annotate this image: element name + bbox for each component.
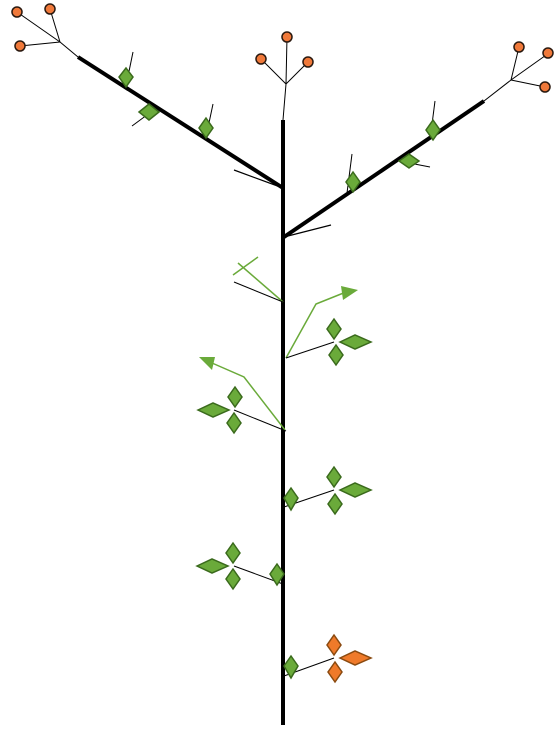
arrowhead-icon [199, 357, 215, 370]
flower-bud [45, 4, 55, 14]
senescent-leaf-whorl [284, 635, 371, 682]
right-branch-leaves [346, 101, 440, 193]
left-branch-leaves [119, 52, 213, 138]
leaf [328, 494, 342, 514]
stems [78, 57, 484, 725]
peduncle [60, 42, 78, 57]
flower-bud [15, 41, 25, 51]
left-branch [78, 57, 283, 188]
leaf [198, 403, 229, 417]
leaf [197, 559, 228, 573]
flower-bud [514, 42, 524, 52]
leaf-whorl [284, 467, 371, 514]
pedicel [286, 37, 287, 84]
flower-bud [543, 48, 553, 58]
peduncle [484, 80, 511, 101]
flower-bud [282, 32, 292, 42]
flower-bud [12, 7, 22, 17]
senescent-leaf [340, 651, 371, 665]
peduncle [283, 84, 286, 120]
flower-bud [303, 57, 313, 67]
leaf [226, 569, 240, 589]
flower-bud [540, 82, 550, 92]
arrowhead-icon [341, 286, 358, 300]
growth-arrow-left [212, 363, 285, 430]
inflorescence-left [12, 4, 78, 57]
leaf-whorl [286, 319, 371, 365]
leaf [226, 543, 240, 563]
leaf [340, 483, 371, 497]
right-branch [284, 101, 484, 237]
inflorescence-center [256, 32, 313, 120]
senescent-leaf [328, 662, 342, 682]
black-tick [234, 282, 283, 302]
leaf-whorl [198, 387, 286, 433]
pedicel [17, 12, 60, 42]
flower-bud [256, 54, 266, 64]
senescent-leaf [327, 635, 341, 655]
pedicel [20, 42, 60, 46]
leaf [284, 656, 298, 678]
inflorescence-right [484, 42, 553, 101]
leaf [329, 345, 343, 365]
green-tick [233, 257, 258, 275]
leaf [340, 335, 371, 349]
leaf-whorl [197, 543, 284, 589]
leaf [227, 413, 241, 433]
leaf [327, 319, 341, 339]
leaf [228, 387, 242, 407]
green-tick [238, 263, 283, 302]
growth-direction-arrows [199, 257, 358, 430]
leaf [327, 467, 341, 487]
